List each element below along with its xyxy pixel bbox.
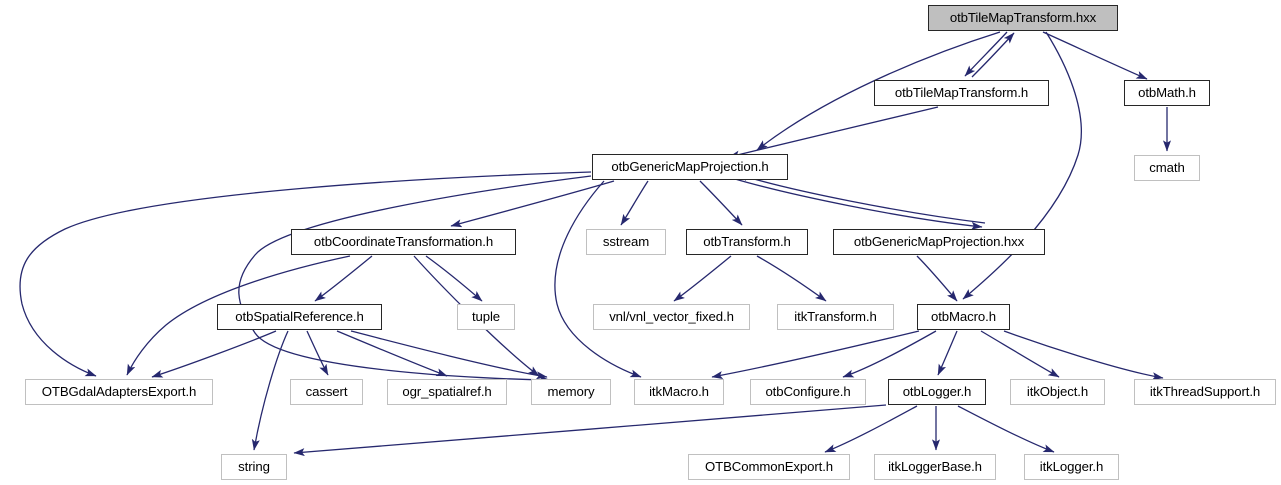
graph-node-label: otbMath.h xyxy=(1138,85,1196,100)
graph-edge xyxy=(350,330,548,380)
graph-edge xyxy=(336,330,448,377)
graph-edge xyxy=(620,180,649,226)
graph-node-label: sstream xyxy=(602,234,650,249)
graph-node-otbcommonexport-h[interactable]: OTBCommonExport.h xyxy=(688,454,850,480)
graph-node-itktransform-h[interactable]: itkTransform.h xyxy=(777,304,894,330)
graph-node-label: otbCoordinateTransformation.h xyxy=(313,234,494,249)
graph-node-otbtilemaptransform-hxx[interactable]: otbTileMapTransform.hxx xyxy=(928,5,1118,31)
graph-node-otbgdaladaptersexport-h[interactable]: OTBGdalAdaptersExport.h xyxy=(25,379,213,405)
graph-edge xyxy=(957,405,1055,453)
graph-edge xyxy=(980,330,1060,378)
graph-node-otbgenericmapprojection-h[interactable]: otbGenericMapProjection.h xyxy=(592,154,788,180)
graph-node-otbcoordinatetransformation-h[interactable]: otbCoordinateTransformation.h xyxy=(291,229,516,255)
graph-edge xyxy=(314,255,373,302)
graph-node-itkobject-h[interactable]: itkObject.h xyxy=(1010,379,1105,405)
graph-node-cmath[interactable]: cmath xyxy=(1134,155,1200,181)
graph-node-label: otbGenericMapProjection.hxx xyxy=(853,234,1025,249)
edge-group xyxy=(19,31,1172,457)
graph-node-otbgenericmapprojection-hxx[interactable]: otbGenericMapProjection.hxx xyxy=(833,229,1045,255)
graph-edge xyxy=(736,173,986,224)
graph-node-label: otbTileMapTransform.h xyxy=(894,85,1029,100)
graph-node-label: otbGenericMapProjection.h xyxy=(611,159,769,174)
graph-node-string[interactable]: string xyxy=(221,454,287,480)
graph-node-itkmacro-h[interactable]: itkMacro.h xyxy=(634,379,724,405)
graph-node-otbtransform-h[interactable]: otbTransform.h xyxy=(686,229,808,255)
graph-node-tuple[interactable]: tuple xyxy=(457,304,515,330)
graph-node-label: otbTileMapTransform.hxx xyxy=(949,10,1097,25)
graph-node-itklogger-h[interactable]: itkLogger.h xyxy=(1024,454,1119,480)
graph-edge xyxy=(251,330,289,451)
graph-edge xyxy=(699,180,743,226)
graph-node-otblogger-h[interactable]: otbLogger.h xyxy=(888,379,986,405)
graph-edge xyxy=(916,255,958,302)
graph-edge xyxy=(450,180,615,228)
graph-node-label: OTBCommonExport.h xyxy=(704,459,834,474)
graph-edge xyxy=(19,171,592,377)
graph-node-label: memory xyxy=(547,384,595,399)
graph-node-label: string xyxy=(238,459,270,474)
graph-node-label: itkObject.h xyxy=(1026,384,1089,399)
graph-node-label: OTBGdalAdaptersExport.h xyxy=(41,384,197,399)
graph-edge xyxy=(673,255,732,302)
graph-edge xyxy=(1042,31,1148,80)
graph-edge xyxy=(824,405,918,453)
graph-edge xyxy=(971,32,1015,78)
graph-node-vnl-vector-fixed-h[interactable]: vnl/vnl_vector_fixed.h xyxy=(593,304,750,330)
graph-edge xyxy=(151,330,277,378)
graph-node-otbmacro-h[interactable]: otbMacro.h xyxy=(917,304,1010,330)
graph-edge xyxy=(756,255,827,302)
graph-edge xyxy=(964,31,1008,77)
graph-edge xyxy=(937,330,958,376)
graph-node-label: itkMacro.h xyxy=(649,384,709,399)
graph-edge xyxy=(425,255,483,302)
graph-node-label: otbSpatialReference.h xyxy=(235,309,364,324)
graph-node-sstream[interactable]: sstream xyxy=(586,229,666,255)
graph-node-otbconfigure-h[interactable]: otbConfigure.h xyxy=(750,379,866,405)
graph-node-label: ogr_spatialref.h xyxy=(402,384,492,399)
graph-edge xyxy=(306,330,329,376)
graph-node-cassert[interactable]: cassert xyxy=(290,379,363,405)
graph-node-ogr-spatialref-h[interactable]: ogr_spatialref.h xyxy=(387,379,507,405)
graph-node-label: itkTransform.h xyxy=(794,309,877,324)
graph-node-label: cassert xyxy=(305,384,348,399)
graph-edge xyxy=(842,330,937,378)
graph-edge xyxy=(293,404,887,457)
graph-node-label: itkThreadSupport.h xyxy=(1149,384,1261,399)
graph-node-otbtilemaptransform-h[interactable]: otbTileMapTransform.h xyxy=(874,80,1049,106)
graph-node-label: vnl/vnl_vector_fixed.h xyxy=(609,309,734,324)
graph-node-otbspatialreference-h[interactable]: otbSpatialReference.h xyxy=(217,304,382,330)
graph-node-label: otbTransform.h xyxy=(703,234,791,249)
graph-node-label: tuple xyxy=(471,309,501,324)
graph-edge xyxy=(238,175,592,384)
graph-edge xyxy=(1003,330,1164,381)
graph-node-label: otbMacro.h xyxy=(931,309,996,324)
graph-node-label: cmath xyxy=(1149,160,1185,175)
graph-node-memory[interactable]: memory xyxy=(531,379,611,405)
graph-edge xyxy=(756,31,1001,151)
graph-edge xyxy=(126,255,351,376)
graph-node-label: otbConfigure.h xyxy=(765,384,851,399)
graph-edge xyxy=(711,330,920,380)
graph-node-itkloggerbase-h[interactable]: itkLoggerBase.h xyxy=(874,454,996,480)
graph-node-label: otbLogger.h xyxy=(902,384,972,399)
graph-node-label: itkLogger.h xyxy=(1039,459,1104,474)
graph-edge xyxy=(962,31,1082,300)
graph-node-itkthreadsupport-h[interactable]: itkThreadSupport.h xyxy=(1134,379,1276,405)
graph-node-otbmath-h[interactable]: otbMath.h xyxy=(1124,80,1210,106)
graph-edge xyxy=(734,178,983,230)
graph-edge xyxy=(728,106,939,159)
graph-edge xyxy=(554,180,642,378)
graph-node-label: itkLoggerBase.h xyxy=(888,459,982,474)
